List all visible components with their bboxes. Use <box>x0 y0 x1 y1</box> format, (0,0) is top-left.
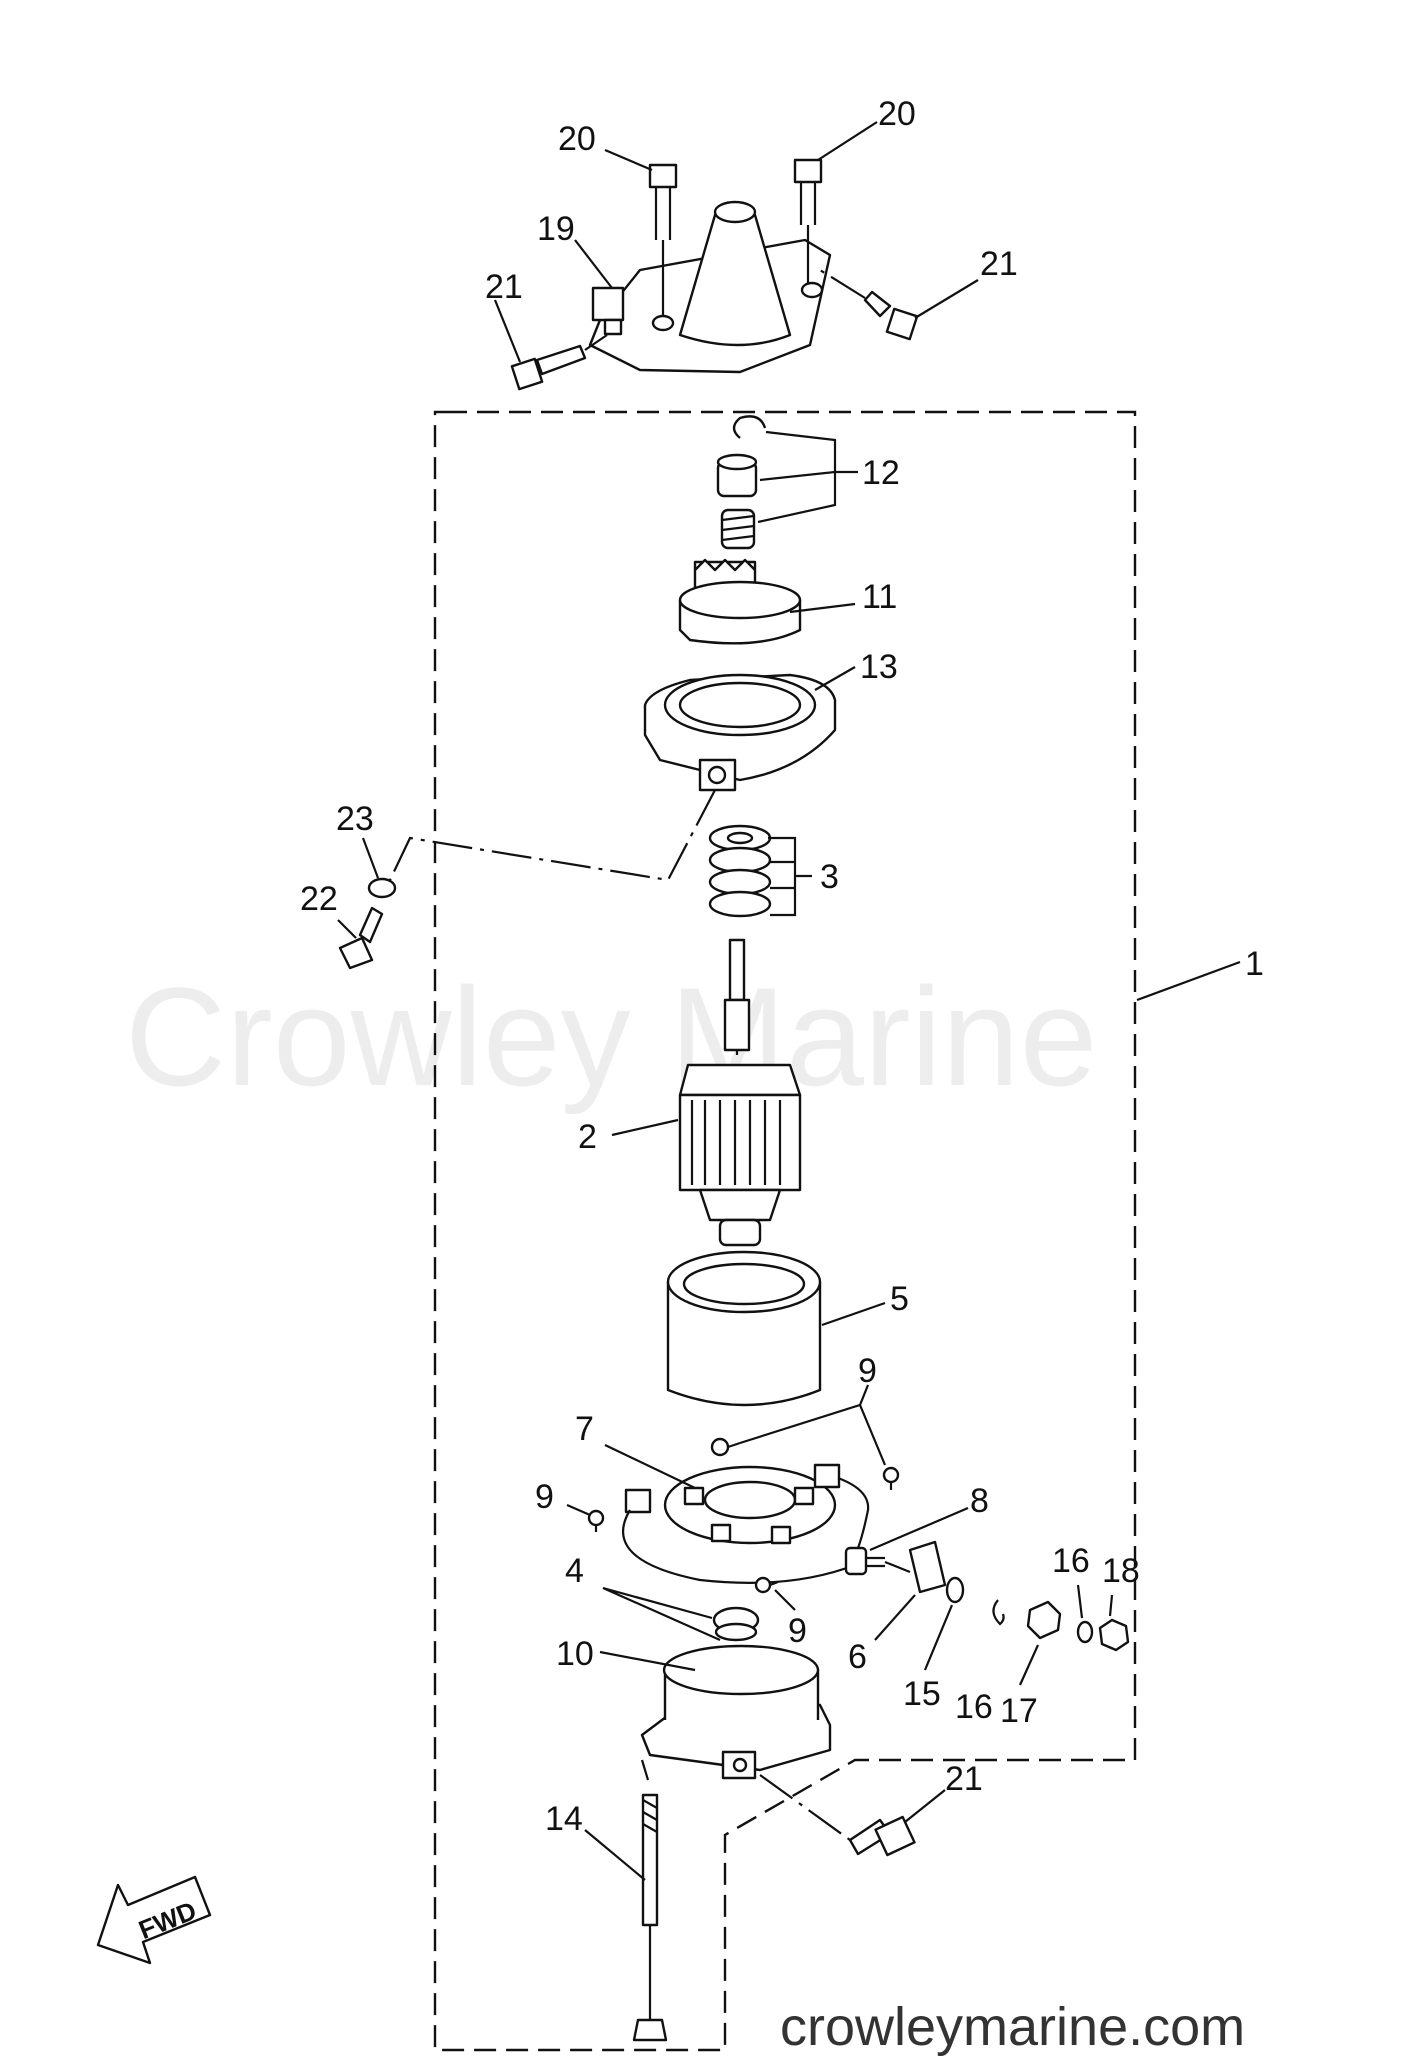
leader-20-left <box>604 148 653 172</box>
leader-15 <box>923 1604 954 1671</box>
leader-5 <box>821 1301 886 1327</box>
callout-16-left: 16 <box>955 1688 993 1726</box>
callout-12: 12 <box>862 454 900 492</box>
brush-right <box>813 1463 841 1489</box>
washer-16-right <box>1076 1620 1094 1644</box>
washer-4 <box>712 1606 760 1642</box>
callout-15: 15 <box>903 1675 941 1713</box>
callout-5: 5 <box>890 1280 909 1318</box>
screw-9-right <box>882 1466 900 1490</box>
bolt-20-left <box>648 163 678 332</box>
callout-13: 13 <box>860 648 898 686</box>
front-housing-13 <box>643 673 837 792</box>
bolt-8-axis <box>884 1560 911 1574</box>
leader-10 <box>599 1650 696 1672</box>
plate-6 <box>908 1540 947 1594</box>
callout-21-top-right: 21 <box>980 245 1018 283</box>
nose-cover <box>588 200 832 374</box>
assembly-boundary <box>433 410 1137 2052</box>
bolt-20-right <box>793 158 824 299</box>
through-bolt-14 <box>632 1759 668 2042</box>
brush-holder-7 <box>663 1465 837 1545</box>
bolt-21-top-left <box>510 334 608 391</box>
callout-9-left: 9 <box>535 1478 554 1516</box>
site-url: crowleymarine.com <box>780 1997 1245 2057</box>
callout-18: 18 <box>1102 1552 1140 1590</box>
leader-11 <box>789 602 856 614</box>
leader-18 <box>1108 1594 1114 1617</box>
bolt-21-top-right <box>819 269 919 341</box>
leader-7 <box>604 1444 696 1489</box>
leader-23 <box>361 837 380 879</box>
callout-20-left: 20 <box>558 120 596 158</box>
brush-left <box>624 1488 652 1514</box>
bracket-19 <box>591 286 625 336</box>
nut-17 <box>1026 1600 1062 1640</box>
leader-4 <box>602 1586 721 1642</box>
callout-14: 14 <box>545 1800 583 1838</box>
leader-21-top-right <box>914 279 979 319</box>
screw-9-top <box>710 1437 741 1457</box>
bolt-8 <box>844 1546 885 1576</box>
callout-23: 23 <box>336 800 374 838</box>
leader-1 <box>1136 960 1241 1002</box>
callout-3: 3 <box>820 858 839 896</box>
leader-8 <box>869 1506 969 1552</box>
callout-21-top-left: 21 <box>485 268 523 306</box>
callout-10: 10 <box>556 1635 594 1673</box>
leader-9-left <box>566 1503 591 1517</box>
leader-3 <box>768 836 812 917</box>
leader-6 <box>874 1594 916 1641</box>
bolt-21-bottom-axis <box>759 1774 851 1841</box>
leader-2 <box>611 1118 679 1137</box>
callout-9-top: 9 <box>858 1352 877 1390</box>
bolt-22 <box>338 906 384 970</box>
callout-20-right: 20 <box>878 95 916 133</box>
nut-18 <box>1098 1618 1130 1652</box>
callout-8: 8 <box>970 1482 989 1520</box>
forward-direction-arrow: FWD <box>96 1875 212 1965</box>
callout-4: 4 <box>565 1552 584 1590</box>
lock-washer-16 <box>992 1599 1005 1626</box>
callout-1: 1 <box>1245 945 1264 983</box>
leader-20-right <box>817 121 878 161</box>
washer-23 <box>367 877 397 899</box>
callout-22: 22 <box>300 880 338 918</box>
screw-9-bottom <box>754 1576 779 1594</box>
callout-7: 7 <box>575 1410 594 1448</box>
callout-11: 11 <box>862 578 897 616</box>
spring-12 <box>720 508 756 550</box>
yoke-5 <box>666 1250 822 1407</box>
leader-16-right <box>1076 1584 1084 1619</box>
screw-9-left <box>587 1509 605 1532</box>
leader-12 <box>757 430 858 524</box>
leader-9-top <box>739 1384 887 1466</box>
ground-path <box>389 789 716 882</box>
leader-22 <box>337 919 357 939</box>
callout-19: 19 <box>537 210 575 248</box>
callout-21-bottom: 21 <box>945 1760 983 1798</box>
rear-housing-10 <box>640 1644 832 1780</box>
leader-21-top-left <box>493 299 522 363</box>
callout-2: 2 <box>578 1118 597 1156</box>
watermark-text: Crowley Marine <box>125 958 1097 1115</box>
washer-15 <box>945 1576 965 1604</box>
callout-9-bottom: 9 <box>788 1612 807 1650</box>
leader-14 <box>584 1829 646 1881</box>
leader-13 <box>814 666 856 691</box>
leader-19 <box>574 239 613 289</box>
collar-12 <box>716 453 758 498</box>
callout-6: 6 <box>848 1638 867 1676</box>
leader-17 <box>1018 1644 1040 1686</box>
shims-3 <box>708 824 772 918</box>
callout-16-right: 16 <box>1052 1542 1090 1580</box>
clip-12 <box>732 415 767 439</box>
leader-21-bottom <box>904 1789 946 1823</box>
leader-9-bottom <box>774 1589 796 1611</box>
pinion-11 <box>678 558 802 645</box>
armature-2 <box>678 938 802 1247</box>
bolt-21-bottom <box>848 1815 916 1857</box>
callout-17: 17 <box>1000 1692 1038 1730</box>
